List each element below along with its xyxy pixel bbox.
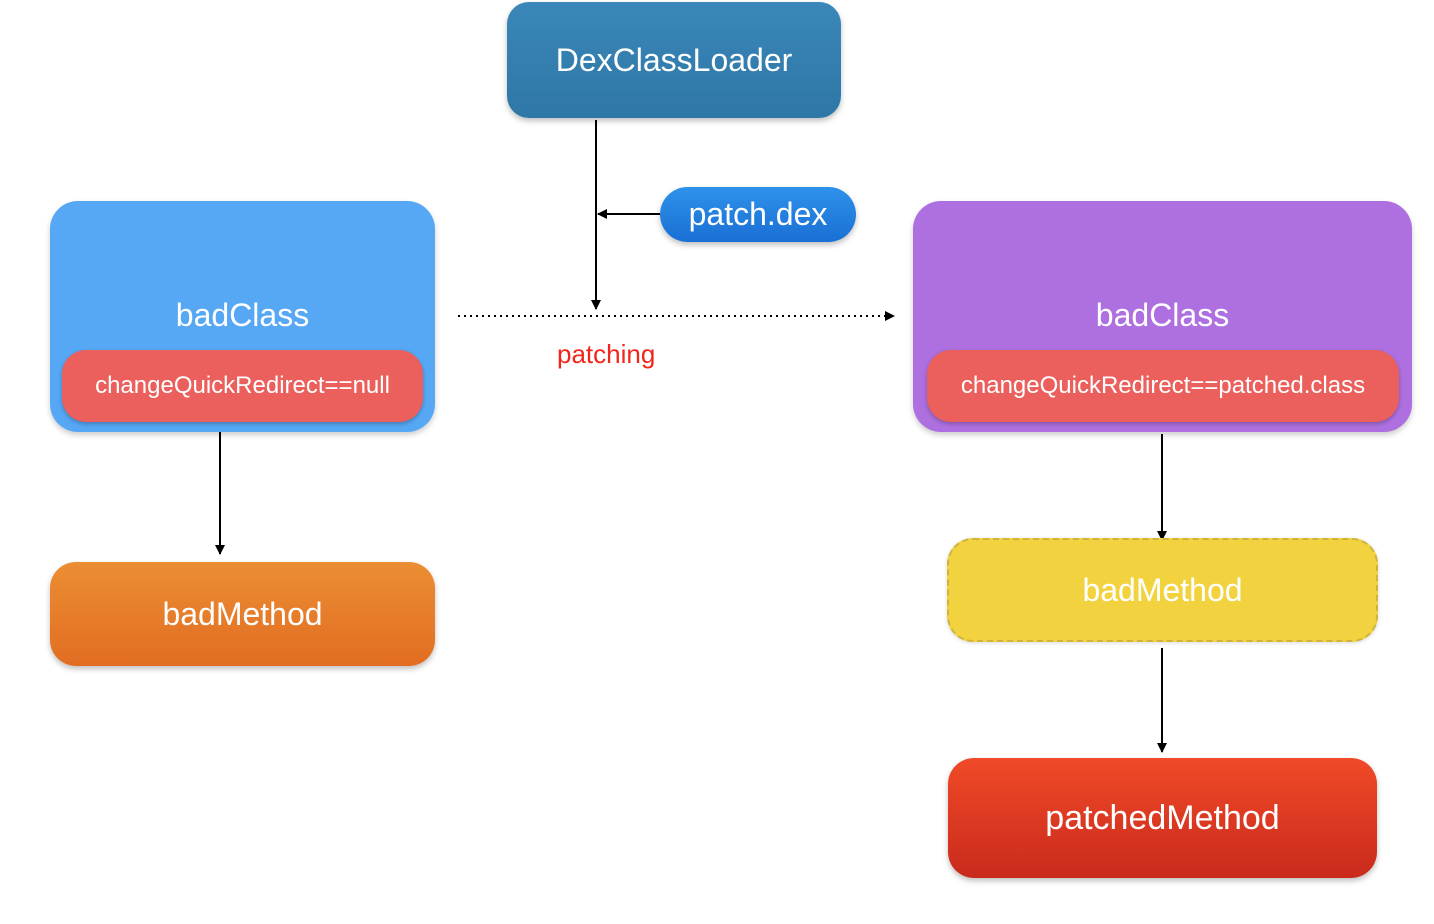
patch-dex-node: patch.dex xyxy=(660,187,856,242)
left-badclass-title: badClass xyxy=(175,297,310,333)
patching-label: patching xyxy=(557,339,656,369)
left-badclass-node: badClass changeQuickRedirect==null xyxy=(50,201,435,432)
right-badclass-node: badClass changeQuickRedirect==patched.cl… xyxy=(913,201,1412,432)
dexclassloader-label: DexClassLoader xyxy=(555,41,793,78)
right-badmethod-label: badMethod xyxy=(1082,571,1243,608)
left-badmethod-node: badMethod xyxy=(50,562,435,666)
left-redirect-field: changeQuickRedirect==null xyxy=(62,350,423,422)
right-redirect-field: changeQuickRedirect==patched.class xyxy=(927,350,1399,422)
right-badclass-title: badClass xyxy=(1095,297,1230,333)
dexclassloader-node: DexClassLoader xyxy=(507,2,841,118)
patch-dex-label: patch.dex xyxy=(688,196,828,232)
right-badmethod-node: badMethod xyxy=(947,538,1378,642)
patchedmethod-label: patchedMethod xyxy=(1045,798,1280,837)
left-badmethod-label: badMethod xyxy=(162,595,323,632)
patchedmethod-node: patchedMethod xyxy=(948,758,1377,878)
left-redirect-label: changeQuickRedirect==null xyxy=(95,372,390,399)
right-redirect-label: changeQuickRedirect==patched.class xyxy=(960,372,1366,399)
